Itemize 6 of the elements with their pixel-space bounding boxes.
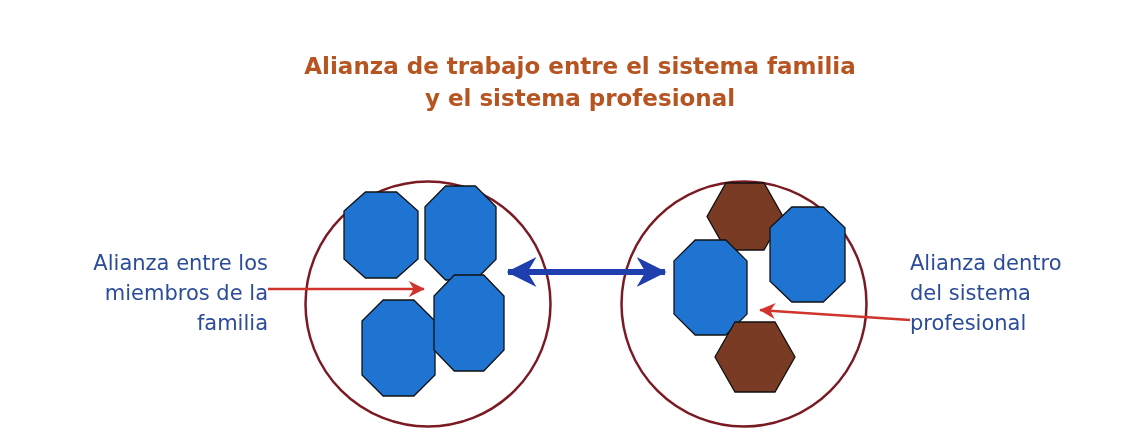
title: Alianza de trabajo entre el sistema familia y el sistema profesional — [303, 52, 857, 113]
arrow — [759, 303, 911, 322]
arrow — [268, 281, 425, 297]
annotation-text: Alianza entre los miembros de la familia — [92, 250, 268, 337]
annotation-text: Alianza dentro del sistema profesional — [910, 250, 1063, 337]
arrow — [506, 257, 667, 287]
